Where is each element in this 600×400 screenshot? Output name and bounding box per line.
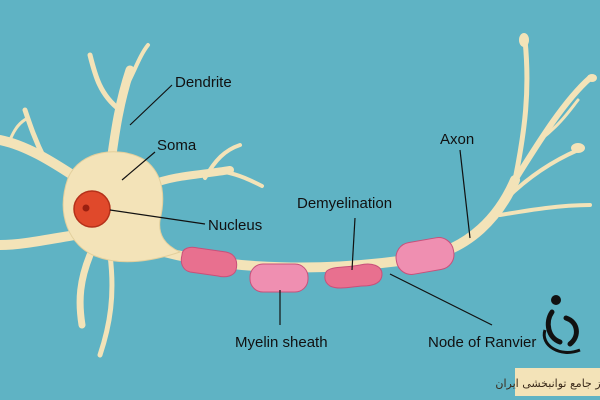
node-of-ranvier-label: Node of Ranvier (428, 334, 536, 351)
dendrite-label: Dendrite (175, 74, 232, 91)
dendrite-branch (223, 170, 264, 188)
nucleus-body (73, 190, 111, 228)
dendrite-branch (97, 252, 115, 358)
leader-lines (109, 84, 493, 326)
axon-label: Axon (440, 131, 474, 148)
myelin-segment-damaged (324, 263, 383, 289)
axon-terminal-branch (503, 148, 580, 202)
nucleolus (82, 204, 90, 212)
watermark-logo (542, 295, 581, 354)
nucleus (73, 190, 111, 228)
myelin-segments (180, 237, 455, 293)
soma-leader (121, 151, 156, 181)
logo-dot (551, 295, 561, 305)
watermark-strip (515, 368, 600, 396)
myelin-segment (180, 246, 238, 278)
logo-arc (542, 329, 581, 354)
nucleus-label: Nucleus (208, 217, 262, 234)
dendrite-branch (22, 107, 48, 163)
demyelination-leader (351, 217, 356, 271)
myelin-segment (395, 237, 455, 275)
dendrite-branch (76, 251, 94, 329)
soma (62, 151, 182, 263)
dendrite-branch (8, 116, 30, 142)
axon-terminal-branch (538, 98, 580, 142)
logo-mark (545, 309, 579, 347)
terminal-bulb (587, 74, 597, 82)
dendrite-leader (129, 84, 173, 126)
dendrite-branch (0, 230, 80, 250)
node-of-ranvier-leader (389, 273, 493, 326)
axon-terminal-bulbs (519, 33, 597, 153)
axon-terminal-branch (512, 37, 530, 183)
myelin-sheath-label: Myelin sheath (235, 334, 328, 351)
myelin-segment (249, 263, 309, 293)
axon-leader (459, 149, 471, 239)
terminal-bulb (519, 33, 529, 47)
demyelination-label: Demyelination (297, 195, 392, 212)
axon-terminal-branch (498, 203, 592, 217)
soma-label: Soma (157, 137, 197, 154)
nucleus-leader (109, 209, 206, 225)
dendrite-branch (203, 143, 242, 180)
axon-terminal-branch (512, 75, 593, 183)
terminal-bulb (571, 143, 585, 153)
dendrites (0, 43, 264, 358)
dendrite-branch (125, 43, 150, 87)
watermark-text: مرکز جامع توانبخشی ایران (495, 377, 600, 390)
dendrite-branch (87, 52, 123, 113)
